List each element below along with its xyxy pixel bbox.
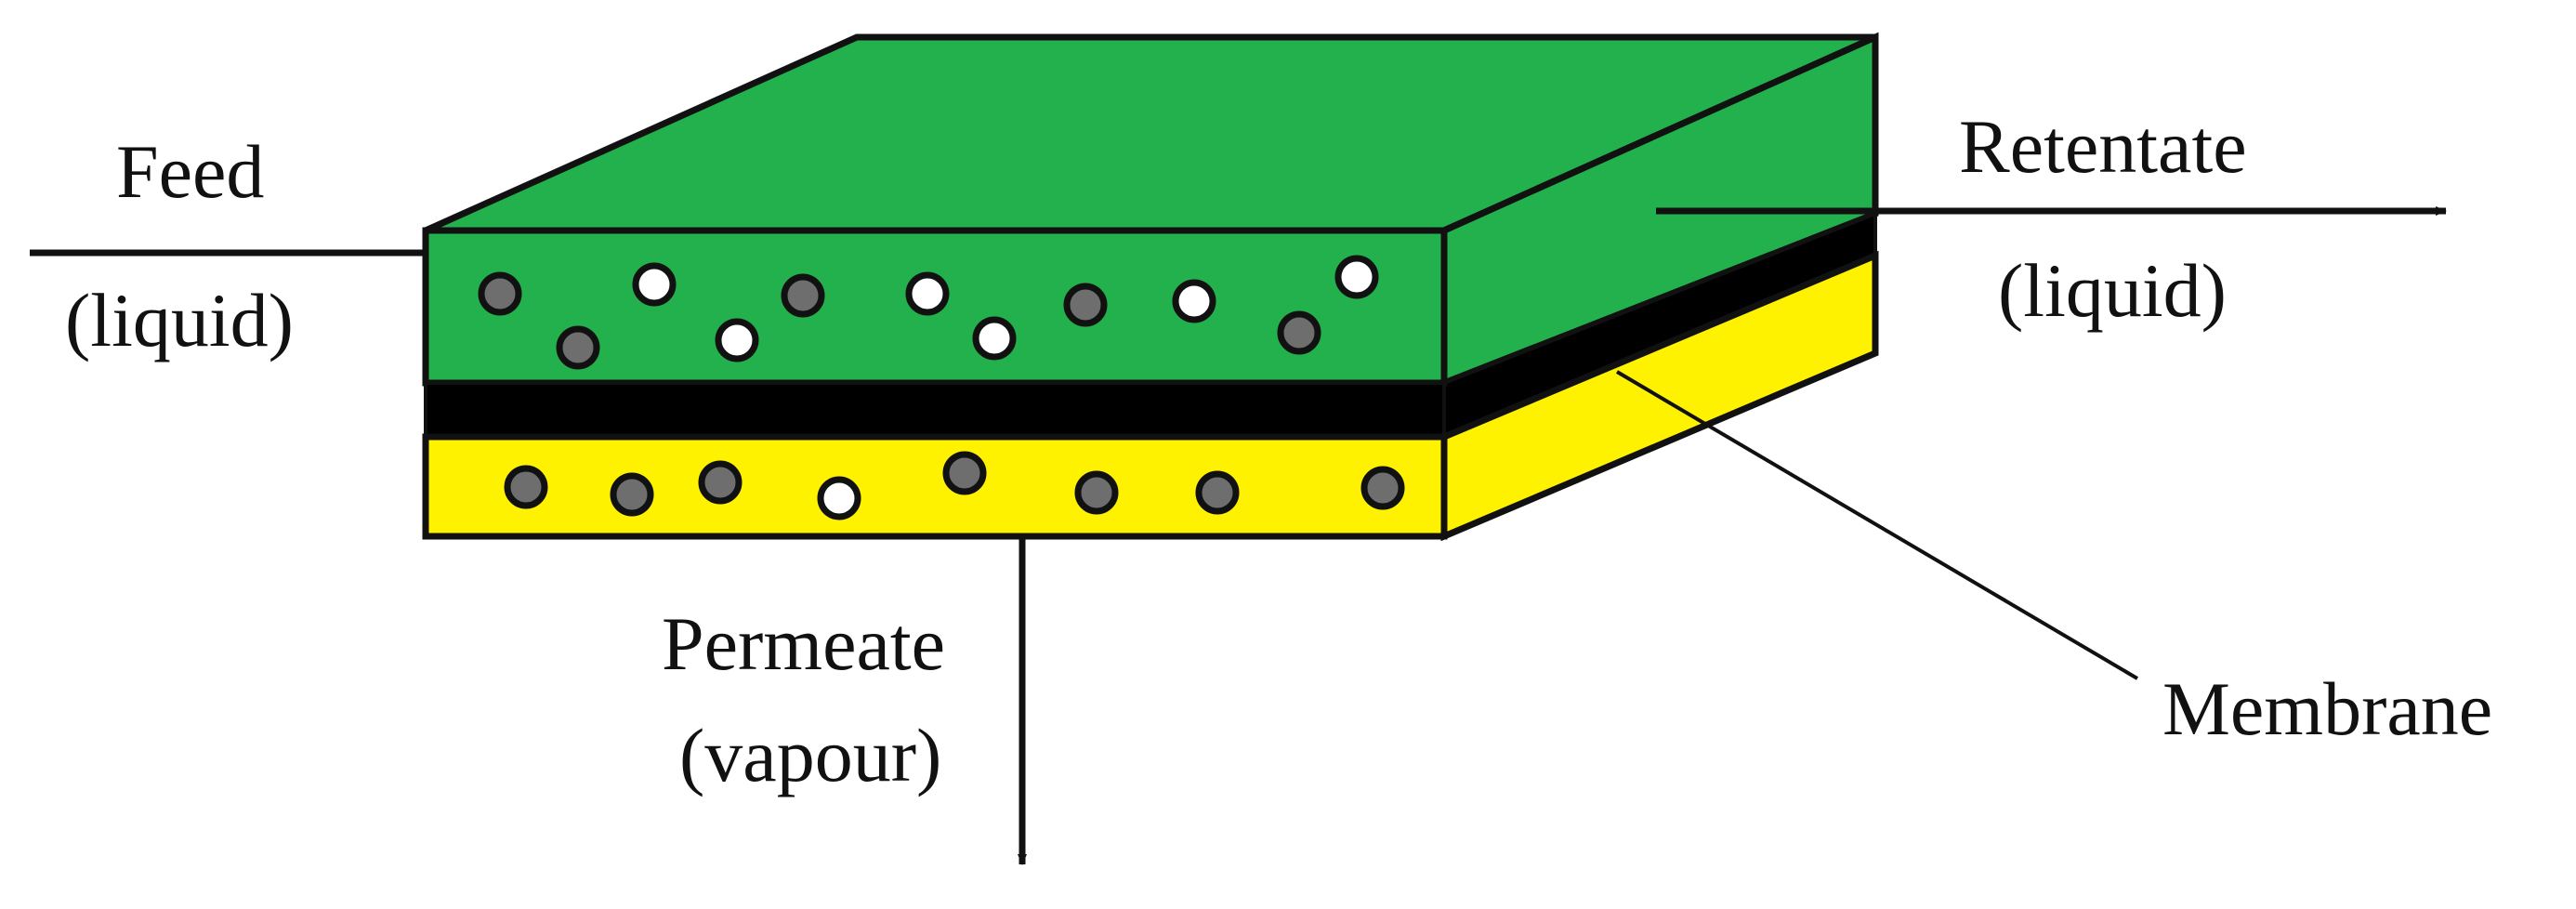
feed-particle — [781, 273, 825, 318]
permeate-particle — [1195, 470, 1240, 515]
feed-particle — [905, 271, 950, 316]
permeate-particle — [698, 460, 743, 505]
feed-phase-label: (liquid) — [65, 278, 294, 362]
permeate-particle — [817, 476, 861, 520]
feed-particle — [556, 325, 600, 370]
feed-particle — [1277, 310, 1321, 355]
feed-particles — [478, 255, 1379, 370]
feed-particle — [972, 316, 1017, 361]
feed-particle — [632, 262, 677, 307]
permeate-label: Permeate — [662, 601, 945, 686]
membrane-front — [424, 381, 1446, 439]
membrane-label: Membrane — [2162, 666, 2492, 751]
permeate-particle — [1360, 466, 1405, 510]
permeate-particles — [504, 451, 1405, 520]
permeate-particle — [1074, 470, 1119, 515]
permeate-layer-front — [422, 433, 1448, 540]
permeate-particle — [610, 472, 654, 517]
permeate-particle — [504, 465, 548, 509]
retentate-label: Retentate — [1959, 104, 2247, 189]
permeate-particle — [942, 451, 987, 495]
feed-label: Feed — [116, 129, 264, 214]
feed-particle — [1063, 283, 1108, 327]
feed-particle — [1334, 255, 1379, 299]
feed-particle — [478, 271, 522, 316]
feed-particle — [715, 318, 759, 362]
retentate-phase-label: (liquid) — [1998, 248, 2227, 333]
feed-particle — [1172, 279, 1216, 323]
permeate-phase-label: (vapour) — [679, 713, 941, 797]
membrane-leader-line — [1615, 370, 2139, 680]
